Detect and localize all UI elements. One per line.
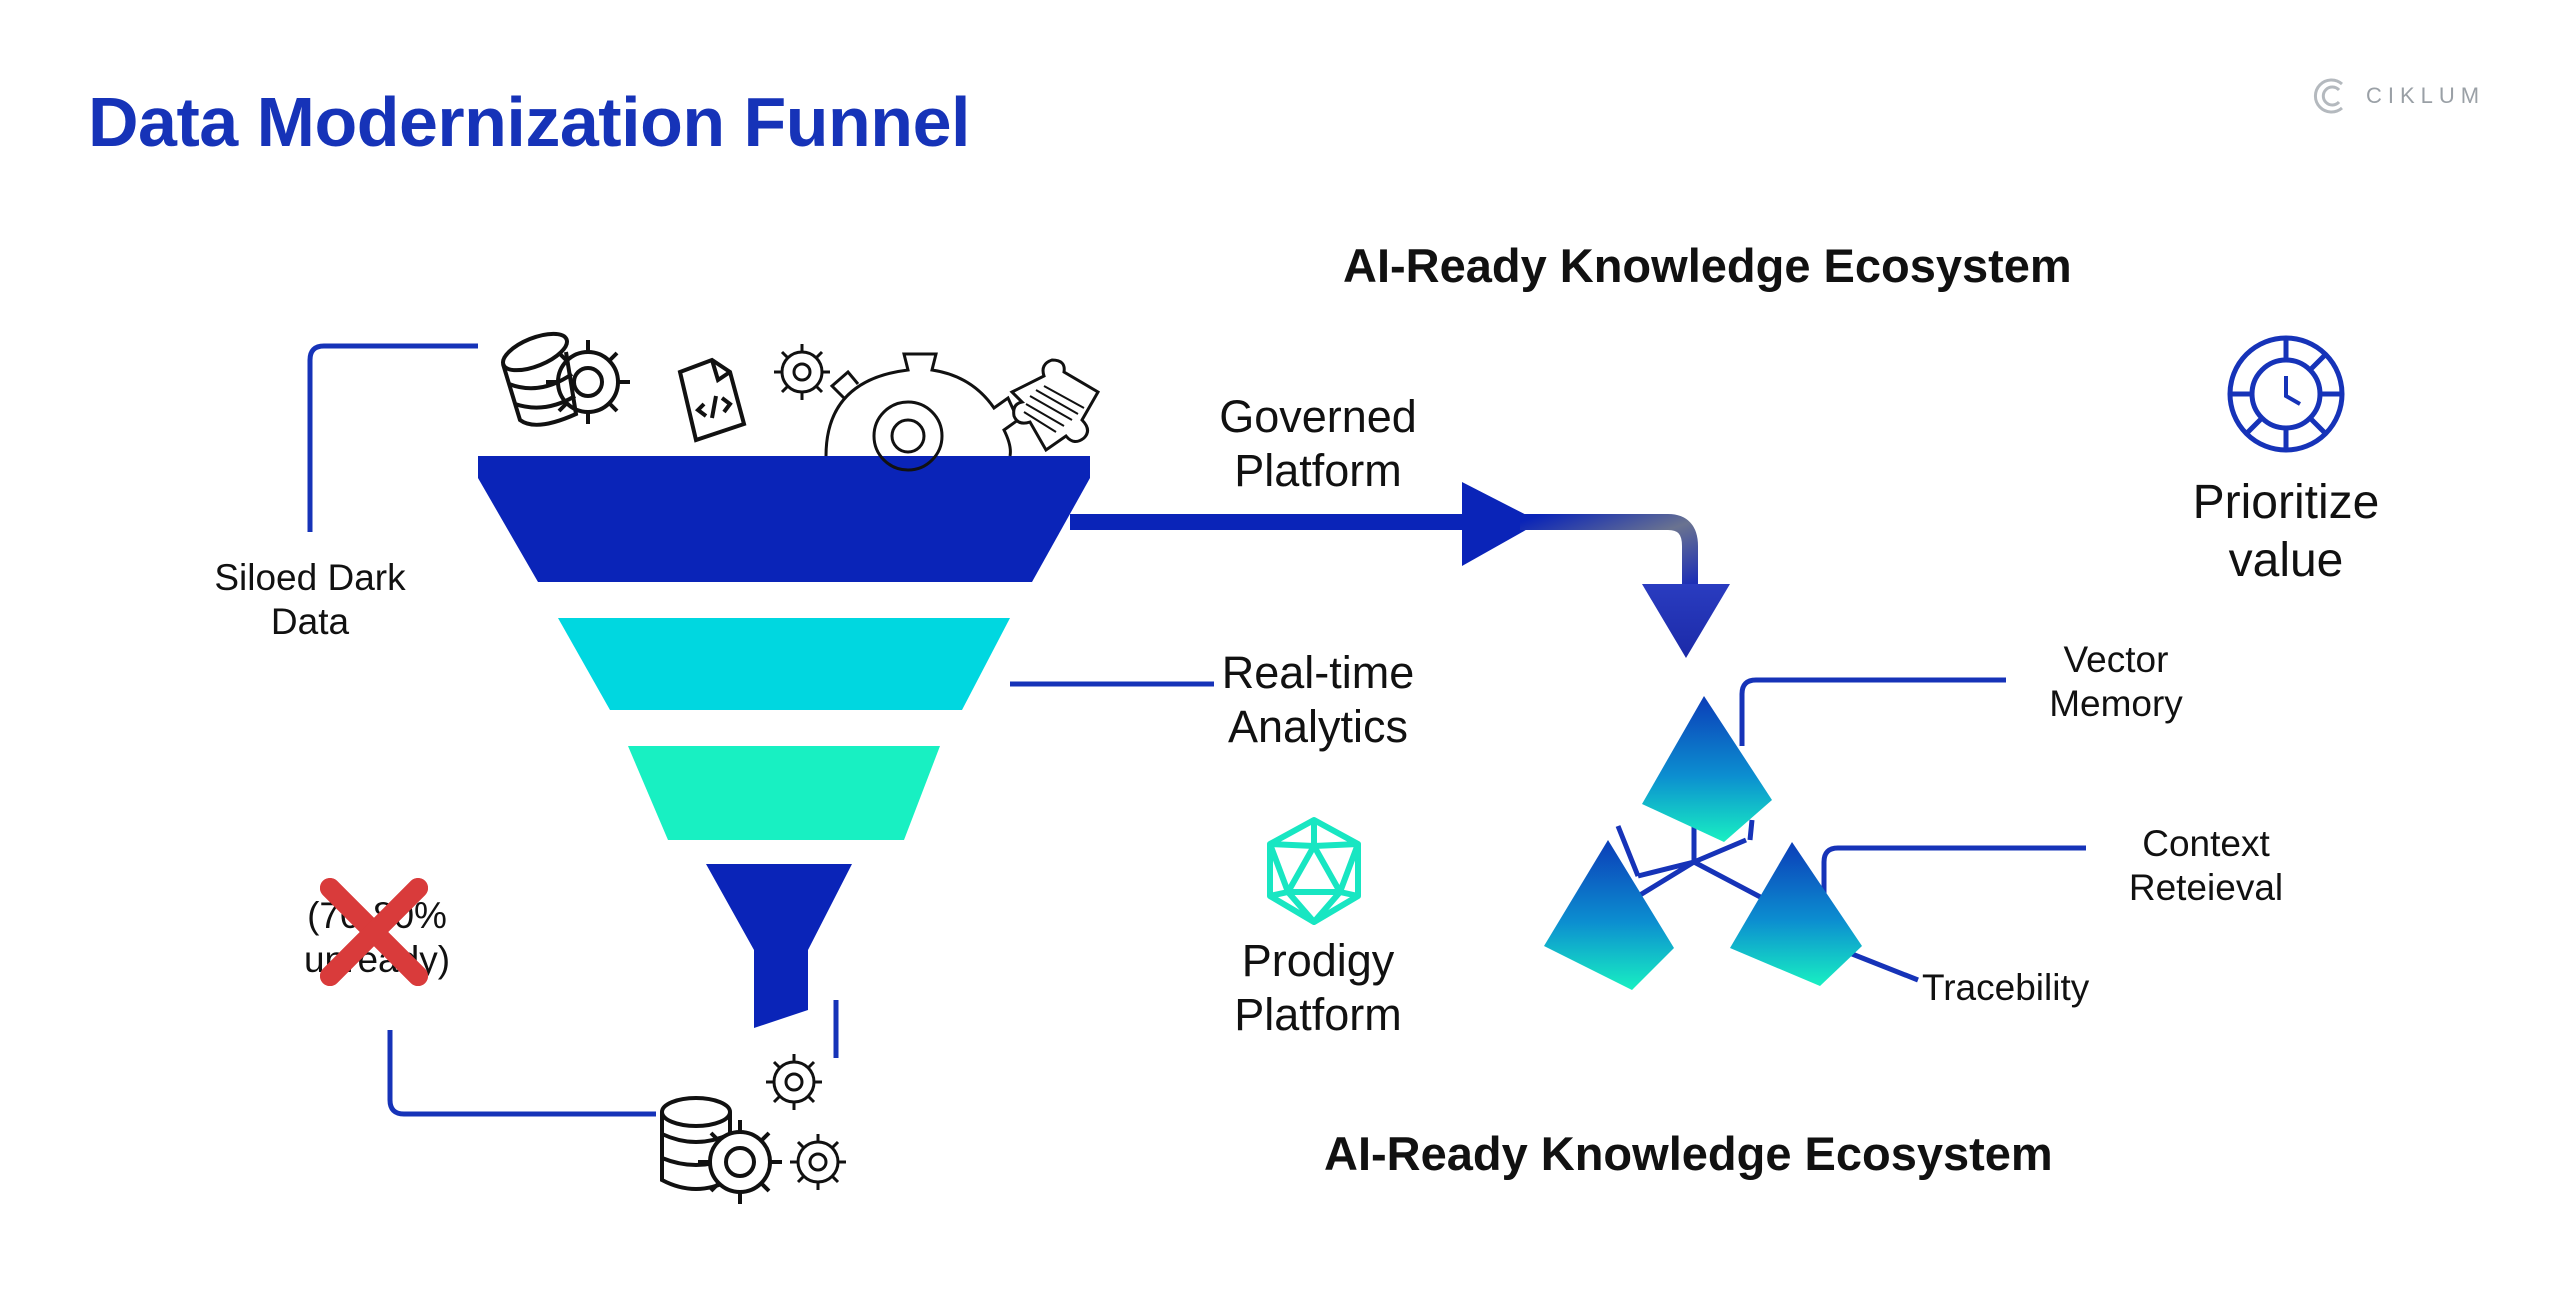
funnel-layer-1 [478, 456, 1090, 582]
bend-pipe [1520, 514, 1698, 584]
logo-text: CIKLUM [2366, 83, 2486, 108]
context-label-line2: Reteieval [2128, 867, 2284, 909]
prioritize-value-label: Prioritize value [2166, 474, 2406, 589]
red-x-overlay-icon [320, 878, 428, 986]
vector-label-line1: Vector [2063, 639, 2169, 680]
siloed-data-label: Siloed Dark Data [205, 556, 415, 645]
prodigy-platform-label: Prodigy Platform [1198, 934, 1438, 1042]
prodigy-label-line1: Prodigy [1241, 935, 1395, 986]
code-file-icon [677, 357, 747, 443]
prioritize-label-line1: Prioritize [2192, 476, 2380, 529]
large-gear-icon [824, 352, 1020, 472]
ecosystem-node-right [1730, 842, 1862, 986]
small-gear-icon [774, 344, 830, 400]
siloed-data-label-line2: Data [270, 601, 350, 643]
page-title: Data Modernization Funnel [88, 83, 970, 161]
output-connector [387, 1030, 656, 1117]
context-retrieval-label: Context Reteieval [2094, 822, 2318, 911]
ecosystem-header-bottom: AI-Ready Knowledge Ecosystem [1324, 1127, 2053, 1180]
icosahedron-icon [1267, 817, 1361, 925]
governed-label-line1: Governed [1219, 391, 1417, 442]
database-gear-icon [501, 331, 630, 427]
funnel-layer-2 [558, 618, 1010, 710]
siloed-connector [307, 343, 478, 532]
governed-arrow-head [1462, 482, 1540, 566]
realtime-label-line1: Real-time [1221, 647, 1415, 698]
down-arrow-head [1642, 584, 1730, 658]
ecosystem-network [1615, 677, 2086, 983]
context-label-line1: Context [2142, 823, 2270, 864]
bottom-database-gear-icon [660, 1096, 782, 1204]
vector-label-line2: Memory [2049, 683, 2183, 725]
ecosystem-header-top: AI-Ready Knowledge Ecosystem [1343, 239, 2072, 292]
bottom-gear-icon-2 [790, 1134, 846, 1190]
governed-label-line2: Platform [1234, 445, 1402, 496]
vector-memory-label: Vector Memory [2016, 638, 2216, 727]
bottom-gear-icon-1 [766, 1054, 822, 1110]
ciklum-logo-icon [2313, 78, 2343, 114]
prodigy-label-line2: Platform [1234, 989, 1402, 1040]
realtime-analytics-label: Real-time Analytics [1198, 646, 1438, 754]
clock-dial-icon [2227, 335, 2345, 453]
funnel-layer-4 [706, 864, 852, 1028]
brand-logo: CIKLUM [2312, 76, 2485, 116]
realtime-label-line2: Analytics [1227, 701, 1409, 752]
governed-platform-label: Governed Platform [1198, 390, 1438, 498]
funnel-layer-3 [628, 746, 940, 840]
siloed-data-label-line1: Siloed Dark [214, 557, 406, 598]
prioritize-label-line2: value [2228, 533, 2344, 587]
puzzle-piece-icon [1009, 358, 1101, 453]
traceability-label: Tracebility [1922, 967, 2090, 1008]
ecosystem-node-top [1642, 696, 1772, 842]
ecosystem-node-left [1544, 840, 1674, 990]
